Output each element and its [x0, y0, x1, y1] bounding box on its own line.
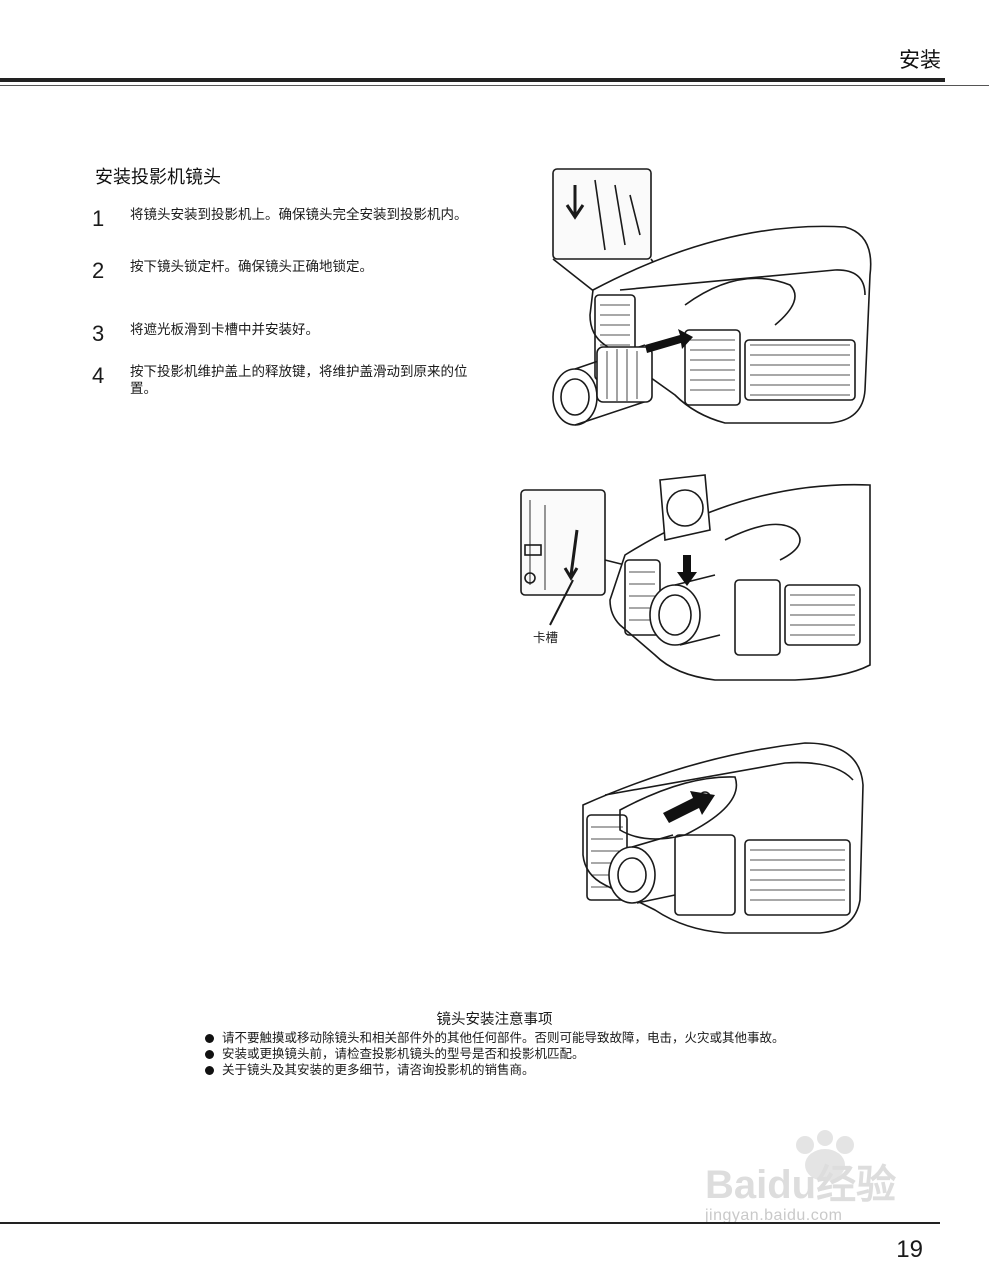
bullet-icon	[205, 1050, 214, 1059]
section-title: 安装投影机镜头	[95, 167, 221, 188]
step-number: 3	[92, 321, 105, 346]
cover-slide-illustration	[582, 742, 864, 934]
header-rule-thin	[0, 85, 989, 86]
watermark-url: jingyan.baidu.com	[705, 1207, 843, 1224]
step-text: 将遮光板滑到卡槽中并安装好。	[130, 322, 319, 338]
notes-title: 镜头安装注意事项	[436, 1012, 553, 1028]
bullet-icon	[205, 1066, 214, 1075]
step-text: 按下镜头锁定杆。确保镜头正确地锁定。	[130, 259, 373, 275]
note-item: 安装或更换镜头前，请检查投影机镜头的型号是否和投影机匹配。	[205, 1046, 845, 1062]
step-number: 1	[92, 206, 105, 231]
header-section-label: 安装	[899, 48, 941, 72]
baidu-watermark-logo: Baidu经验	[705, 1130, 896, 1207]
step-text: 将镜头安装到投影机上。确保镜头完全安装到投影机内。	[130, 207, 468, 223]
note-text: 请不要触摸或移动除镜头和相关部件外的其他任何部件。否则可能导致故障，电击，火灾或…	[222, 1030, 785, 1045]
watermark-logo-text: Baidu经验	[705, 1163, 896, 1207]
note-item: 请不要触摸或移动除镜头和相关部件外的其他任何部件。否则可能导致故障，电击，火灾或…	[205, 1030, 845, 1046]
shield-slot-illustration	[520, 474, 871, 681]
step-text: 按下投影机维护盖上的释放键，将维护盖滑动到原来的位置。	[130, 364, 468, 397]
lens-install-illustration	[552, 168, 872, 426]
slot-label: 卡槽	[533, 630, 559, 645]
page-number: 19	[896, 1236, 923, 1263]
header-rule-thick	[0, 78, 945, 82]
bullet-icon	[205, 1034, 214, 1043]
notes-list: 请不要触摸或移动除镜头和相关部件外的其他任何部件。否则可能导致故障，电击，火灾或…	[205, 1030, 845, 1078]
step-number: 4	[92, 363, 105, 388]
step-number: 2	[92, 258, 105, 283]
note-item: 关于镜头及其安装的更多细节，请咨询投影机的销售商。	[205, 1062, 845, 1078]
note-text: 安装或更换镜头前，请检查投影机镜头的型号是否和投影机匹配。	[222, 1046, 585, 1061]
note-text: 关于镜头及其安装的更多细节，请咨询投影机的销售商。	[222, 1062, 535, 1077]
footer-rule	[0, 1222, 940, 1224]
